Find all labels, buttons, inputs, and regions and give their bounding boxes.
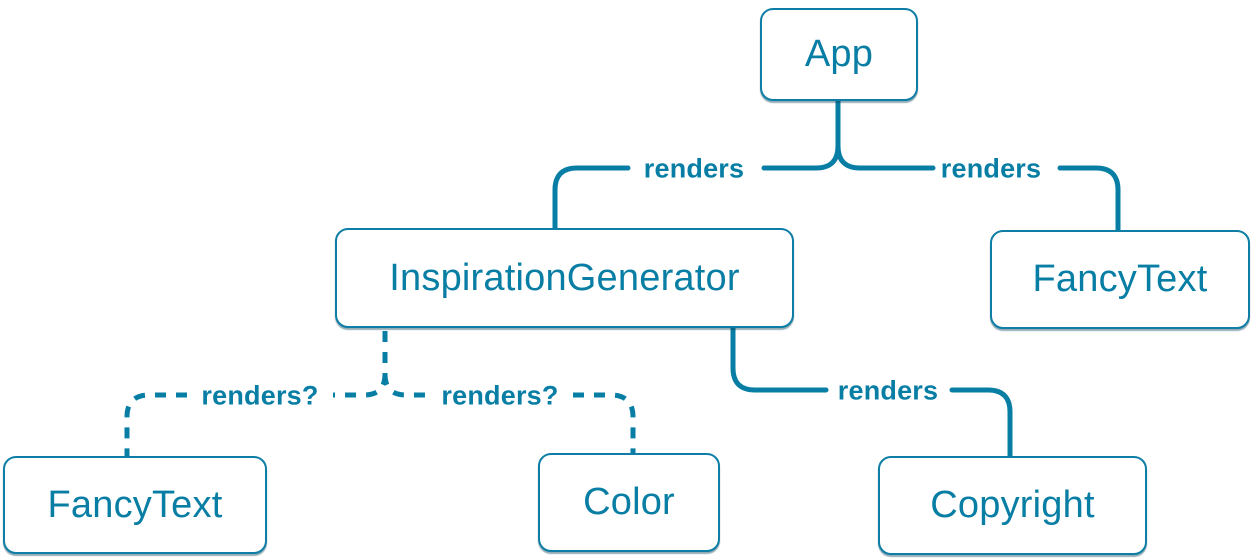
node-app-label: App xyxy=(804,33,874,75)
node-fancy-text-top-label: FancyText xyxy=(1032,258,1208,300)
edge-label-app-inspirationgenerator: renders xyxy=(643,153,745,184)
node-copyright-label: Copyright xyxy=(930,484,1095,526)
edge-label-ig-color-conditional: renders? xyxy=(441,380,559,411)
edge-ig-to-copyright-line-b xyxy=(949,387,1013,459)
node-inspiration-generator-label: InspirationGenerator xyxy=(389,256,740,299)
edge-ig-to-color-line-b xyxy=(573,392,636,453)
edge-app-trunk-left-line xyxy=(761,97,841,171)
edge-ig-to-color-line-a xyxy=(382,373,428,398)
edge-into-fancytext-top-line xyxy=(1057,165,1121,233)
edge-label-ig-fancytext-conditional: renders? xyxy=(201,380,319,411)
node-color: Color xyxy=(538,453,720,552)
edge-ig-to-fancytext-bottom-line-a xyxy=(333,373,388,398)
node-fancy-text-bottom-label: FancyText xyxy=(47,483,223,526)
edge-label-app-fancytext: renders xyxy=(940,153,1042,184)
edge-label-ig-copyright: renders xyxy=(837,375,939,406)
node-fancy-text-top: FancyText xyxy=(990,230,1250,329)
node-copyright: Copyright xyxy=(878,456,1147,555)
edge-app-trunk-right-line xyxy=(835,143,936,171)
node-color-label: Color xyxy=(583,481,675,523)
node-inspiration-generator: InspirationGenerator xyxy=(335,228,794,328)
edge-into-inspirationgenerator-line xyxy=(552,165,631,231)
node-app: App xyxy=(760,8,918,101)
edge-ig-to-copyright-line-a xyxy=(730,325,829,393)
node-fancy-text-bottom: FancyText xyxy=(3,456,267,554)
edge-ig-to-fancytext-bottom-line-b xyxy=(124,392,187,456)
